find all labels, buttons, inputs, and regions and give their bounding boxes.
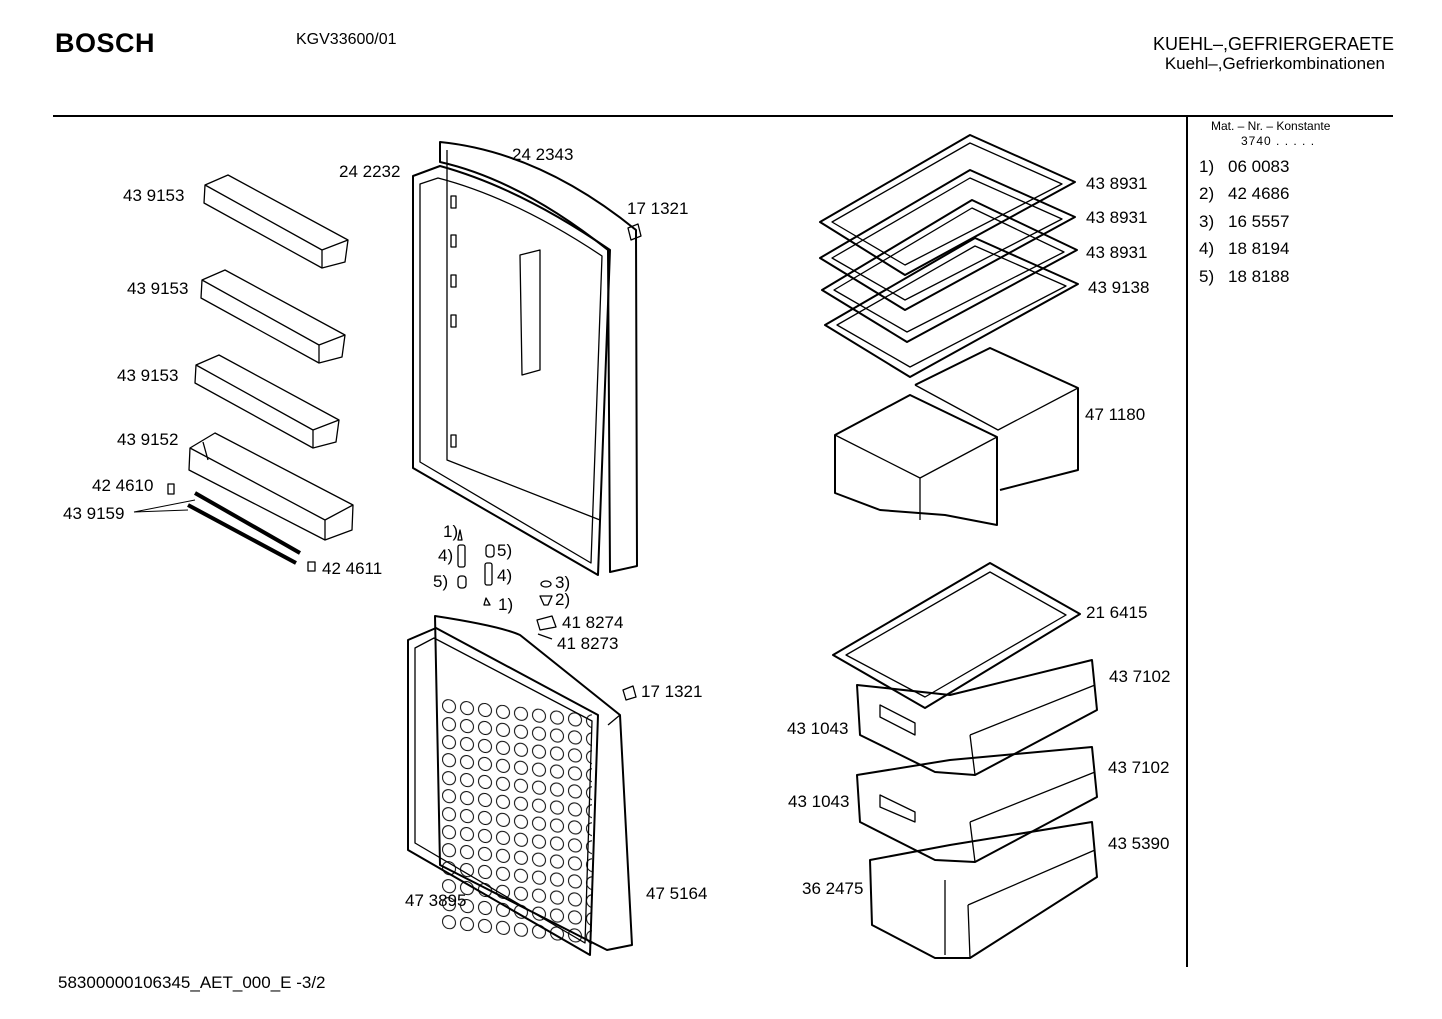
trim-strip	[133, 491, 301, 565]
clip-a	[167, 483, 175, 495]
clip-b	[307, 561, 316, 572]
drawer-2	[856, 746, 1098, 863]
material-constant: 3740 . . . . .	[1241, 134, 1316, 148]
label-glass-shelf-3: 43 8931	[1086, 243, 1148, 262]
label-cap-upper: 17 1321	[627, 199, 689, 218]
lower-door-gasket	[407, 627, 599, 956]
upper-door-gasket	[412, 165, 611, 576]
label-glass-shelf-4: 43 9138	[1088, 278, 1150, 297]
label-trim-strip: 43 9159	[63, 504, 125, 523]
label-tray: 21 6415	[1086, 603, 1148, 622]
glass-shelf-3	[821, 199, 1078, 343]
note-item: 5) 18 8188	[1199, 267, 1289, 287]
label-door-shelf-2: 43 9153	[127, 279, 189, 298]
hinge-hardware	[457, 529, 557, 640]
model-number: KGV33600/01	[296, 31, 397, 48]
upper-door	[439, 141, 638, 573]
label-gasket-upper: 24 2232	[339, 162, 401, 181]
sidebar-divider	[1186, 117, 1188, 967]
cap-lower	[622, 685, 637, 701]
tray	[832, 562, 1081, 709]
glass-shelf-4	[824, 237, 1079, 378]
note-part: 06 0083	[1228, 157, 1290, 176]
label-hinge-a: 41 8274	[562, 613, 624, 632]
note-number: 4)	[1199, 239, 1215, 258]
label-hinge-note-1a: 1)	[443, 522, 459, 541]
note-number: 5)	[1199, 267, 1215, 286]
label-clip-b: 42 4611	[322, 559, 383, 578]
note-number: 1)	[1199, 157, 1215, 176]
note-item: 2) 42 4686	[1199, 184, 1289, 204]
label-door-shelf-3: 43 9153	[117, 366, 179, 385]
glass-shelf-2	[819, 169, 1076, 311]
drawer-1	[856, 659, 1098, 776]
note-item: 3) 16 5557	[1199, 212, 1289, 232]
label-hinge-note-1b: 1)	[498, 595, 514, 614]
cap-upper	[627, 223, 642, 241]
label-glass-shelf-2: 43 8931	[1086, 208, 1148, 227]
note-part: 16 5557	[1228, 212, 1290, 231]
note-item: 1) 06 0083	[1199, 157, 1289, 177]
label-hinge-note-2: 2)	[555, 590, 571, 609]
label-hinge-b: 41 8273	[557, 634, 619, 653]
label-gasket-lower: 47 3895	[405, 891, 467, 910]
label-door-shelf-bottle: 43 9152	[117, 430, 179, 449]
label-door-shelf-1: 43 9153	[123, 186, 185, 205]
document-id: 58300000106345_AET_000_E -3/2	[58, 973, 326, 992]
category-subtitle: Kuehl–,Gefrierkombinationen	[1164, 54, 1385, 73]
label-hinge-note-3: 3)	[555, 573, 571, 592]
label-hinge-note-5b: 5)	[497, 541, 513, 560]
note-part: 18 8188	[1228, 267, 1290, 286]
label-hinge-note-4a: 4)	[438, 546, 454, 565]
label-hinge-note-4b: 4)	[497, 566, 513, 585]
door-shelf-1	[203, 174, 349, 269]
category-title: KUEHL–,GEFRIERGERAETE	[1152, 34, 1394, 54]
label-drawer-1: 43 1043	[787, 719, 849, 738]
lower-door	[434, 615, 633, 951]
note-part: 42 4686	[1228, 184, 1290, 203]
brand-logo: BOSCH	[55, 28, 156, 58]
material-number-header: Mat. – Nr. – Konstante	[1211, 119, 1331, 133]
door-shelf-2	[200, 269, 346, 364]
label-drawer-2: 43 1043	[788, 792, 850, 811]
label-drawer-front-2: 43 7102	[1108, 758, 1170, 777]
note-number: 3)	[1199, 212, 1215, 231]
label-clip-a: 42 4610	[92, 476, 154, 495]
header-divider	[53, 115, 1393, 117]
door-shelf-3	[194, 354, 340, 449]
door-shelf-bottle	[188, 432, 354, 541]
note-number: 2)	[1199, 184, 1215, 203]
label-drawer-3: 36 2475	[802, 879, 864, 898]
label-hinge-note-5a: 5)	[433, 572, 449, 591]
label-cap-lower: 17 1321	[641, 682, 703, 701]
label-crisper: 47 1180	[1085, 405, 1146, 424]
note-part: 18 8194	[1228, 239, 1290, 258]
label-glass-shelf-1: 43 8931	[1086, 174, 1148, 193]
label-drawer-front-3: 43 5390	[1108, 834, 1170, 853]
label-drawer-front-1: 43 7102	[1109, 667, 1171, 686]
label-door-upper: 24 2343	[512, 145, 574, 164]
drawer-3	[869, 821, 1098, 959]
note-item: 4) 18 8194	[1199, 239, 1289, 259]
label-door-lower: 47 5164	[646, 884, 708, 903]
crisper-bin	[834, 347, 1079, 526]
